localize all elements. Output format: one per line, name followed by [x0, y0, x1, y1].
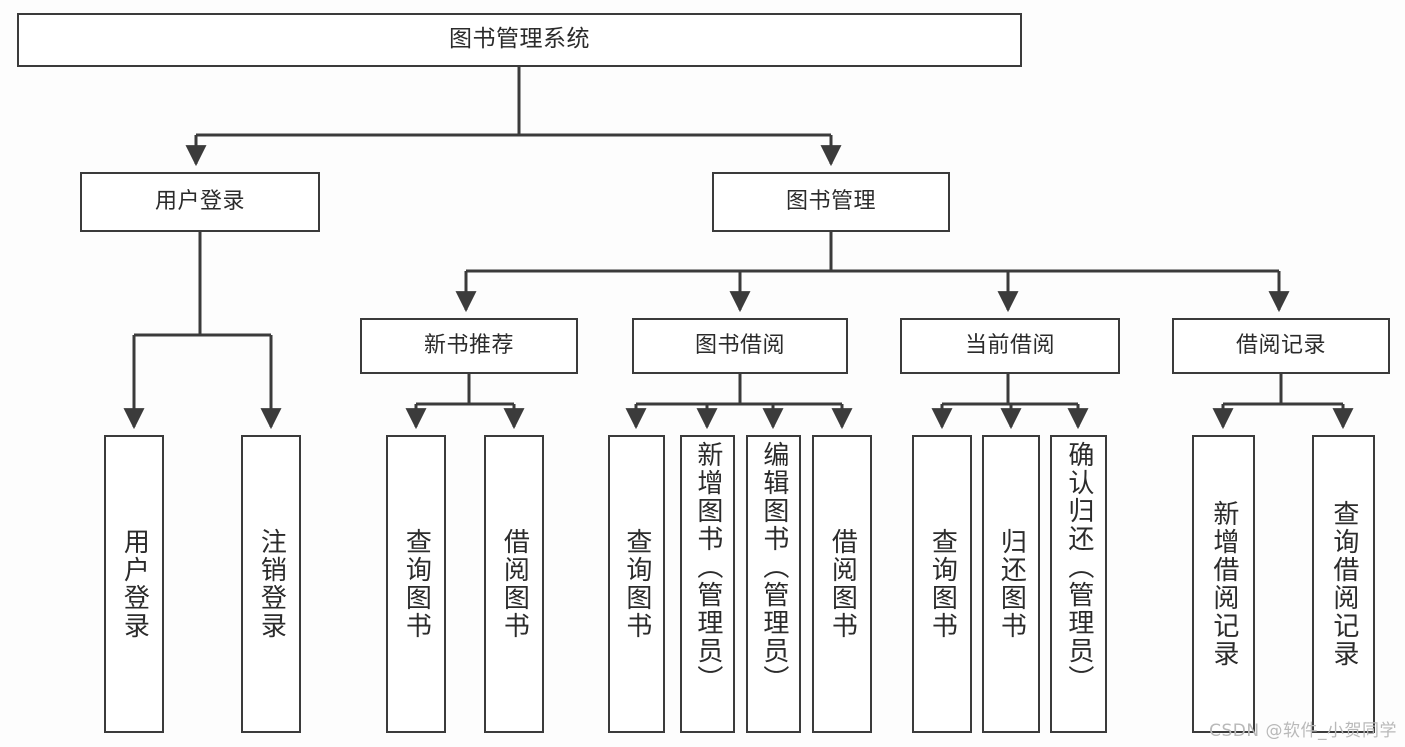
node-leaf-return-book-label: 归还图书 — [996, 528, 1027, 640]
node-leaf-user-login-label: 用户登录 — [119, 528, 150, 640]
node-leaf-query-book-borrow[interactable]: 查询图书 — [608, 435, 665, 733]
node-book-manage-label: 图书管理 — [785, 188, 876, 214]
node-leaf-add-book-admin[interactable]: 新增图书（管理员） — [680, 435, 735, 733]
node-borrow-record-label: 借阅记录 — [1235, 332, 1326, 358]
node-new-book-recommend-label: 新书推荐 — [423, 332, 514, 358]
node-root-label: 图书管理系统 — [449, 26, 590, 53]
node-leaf-query-book-borrow-label: 查询图书 — [621, 528, 652, 640]
node-leaf-user-logout[interactable]: 注销登录 — [241, 435, 301, 733]
node-user-login-label: 用户登录 — [154, 188, 245, 214]
node-root[interactable]: 图书管理系统 — [17, 13, 1022, 67]
node-leaf-query-borrow-record-label: 查询借阅记录 — [1328, 500, 1359, 668]
node-leaf-query-book-rec-label: 查询图书 — [401, 528, 432, 640]
node-current-borrow[interactable]: 当前借阅 — [900, 318, 1120, 374]
node-book-borrow[interactable]: 图书借阅 — [632, 318, 848, 374]
node-leaf-query-book-current-label: 查询图书 — [927, 528, 958, 640]
node-leaf-query-book-rec[interactable]: 查询图书 — [386, 435, 446, 733]
node-book-borrow-label: 图书借阅 — [694, 332, 785, 358]
node-leaf-edit-book-admin[interactable]: 编辑图书（管理员） — [746, 435, 801, 733]
node-leaf-return-book[interactable]: 归还图书 — [982, 435, 1040, 733]
node-book-manage[interactable]: 图书管理 — [712, 172, 950, 232]
node-leaf-borrow-book-label: 借阅图书 — [827, 528, 858, 640]
node-leaf-confirm-return-admin[interactable]: 确认归还（管理员） — [1050, 435, 1107, 733]
node-new-book-recommend[interactable]: 新书推荐 — [360, 318, 578, 374]
node-leaf-add-borrow-record[interactable]: 新增借阅记录 — [1192, 435, 1255, 733]
csdn-watermark: CSDN @软件_小贺同学 — [1209, 721, 1397, 741]
node-leaf-borrow-book-rec-label: 借阅图书 — [499, 528, 530, 640]
node-leaf-query-borrow-record[interactable]: 查询借阅记录 — [1312, 435, 1375, 733]
node-leaf-user-logout-label: 注销登录 — [256, 528, 287, 640]
node-current-borrow-label: 当前借阅 — [964, 332, 1055, 358]
node-leaf-user-login[interactable]: 用户登录 — [104, 435, 164, 733]
node-leaf-borrow-book-rec[interactable]: 借阅图书 — [484, 435, 544, 733]
node-user-login[interactable]: 用户登录 — [80, 172, 320, 232]
node-leaf-borrow-book[interactable]: 借阅图书 — [812, 435, 872, 733]
node-borrow-record[interactable]: 借阅记录 — [1172, 318, 1390, 374]
node-leaf-add-borrow-record-label: 新增借阅记录 — [1208, 500, 1239, 668]
node-leaf-edit-book-admin-label: 编辑图书（管理员） — [758, 441, 789, 693]
node-leaf-add-book-admin-label: 新增图书（管理员） — [692, 441, 723, 693]
node-leaf-query-book-current[interactable]: 查询图书 — [912, 435, 972, 733]
node-leaf-confirm-return-admin-label: 确认归还（管理员） — [1063, 441, 1094, 693]
